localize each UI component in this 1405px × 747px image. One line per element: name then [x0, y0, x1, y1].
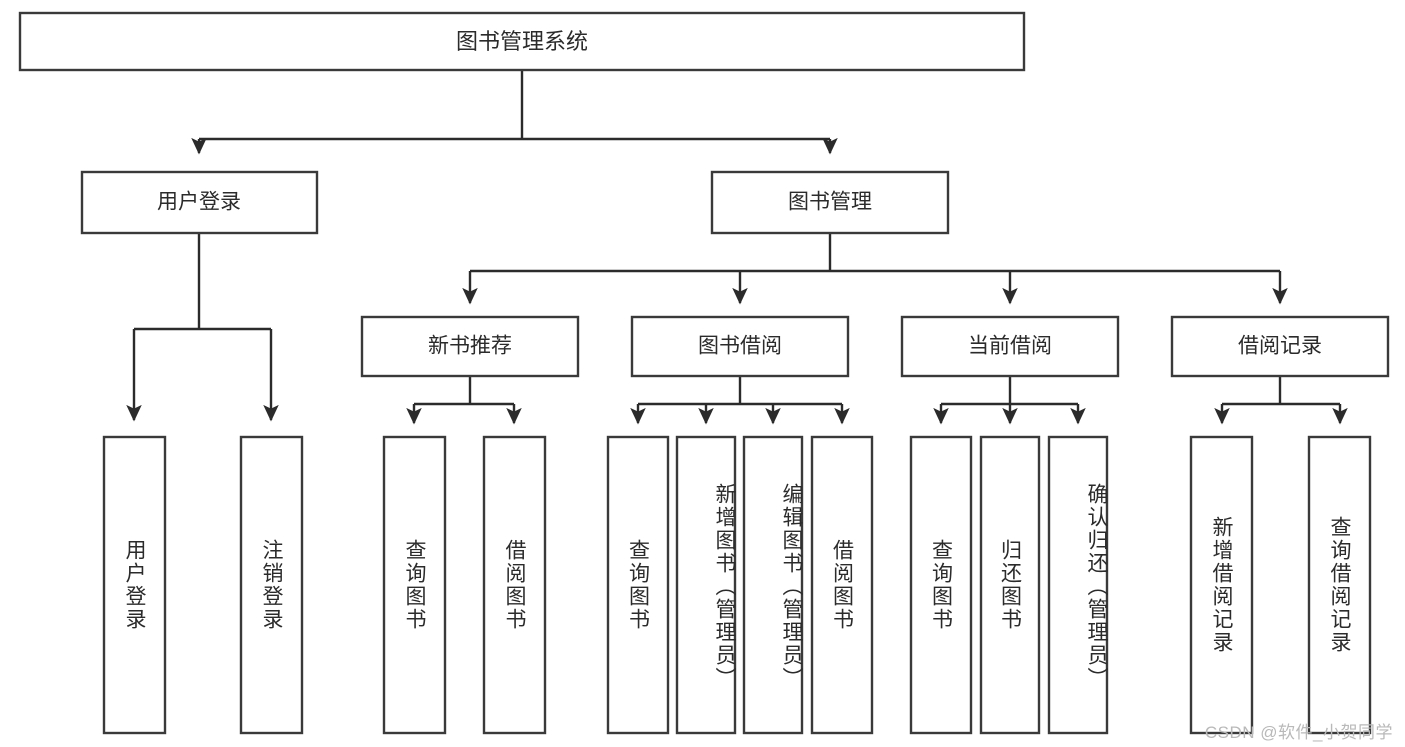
connector-root-to-level2 — [191, 70, 838, 155]
node-login-label: 用户登录 — [157, 191, 241, 214]
node-newbook-label: 新书推荐 — [428, 335, 512, 358]
node-current-label: 当前借阅 — [968, 335, 1052, 358]
csdn-watermark: CSDN @软件_小贺同学 — [1204, 723, 1393, 742]
leaf-box-query-record[interactable] — [1307, 435, 1372, 735]
node-root-label: 图书管理系统 — [456, 29, 588, 54]
leaf-box-user-login[interactable] — [102, 435, 167, 735]
leaf-box-borrow-book-2[interactable] — [810, 435, 874, 735]
connector-newbook-to-leaves — [406, 376, 522, 425]
leaf-box-add-record[interactable] — [1189, 435, 1254, 735]
leaf-box-add-book[interactable] — [675, 435, 737, 735]
connector-current-to-leaves — [933, 376, 1086, 425]
connector-records-to-leaves — [1214, 376, 1348, 425]
node-login[interactable]: 用户登录 — [80, 170, 319, 235]
leaf-box-query-book-1[interactable] — [382, 435, 447, 735]
node-borrow-label: 图书借阅 — [698, 335, 782, 358]
leaf-boxes — [102, 435, 1372, 735]
leaf-box-query-book-3[interactable] — [909, 435, 973, 735]
leaf-box-return-book[interactable] — [979, 435, 1041, 735]
connector-login-to-leaves — [126, 233, 279, 422]
leaf-box-edit-book[interactable] — [742, 435, 804, 735]
leaf-box-user-logout[interactable] — [239, 435, 304, 735]
node-current[interactable]: 当前借阅 — [900, 315, 1120, 378]
connector-bookmgmt-to-level3 — [462, 233, 1288, 305]
node-records-label: 借阅记录 — [1238, 335, 1322, 358]
connector-borrow-to-leaves — [630, 376, 850, 425]
node-newbook[interactable]: 新书推荐 — [360, 315, 580, 378]
leaf-box-confirm-return[interactable] — [1047, 435, 1109, 735]
node-borrow[interactable]: 图书借阅 — [630, 315, 850, 378]
node-bookmgmt-label: 图书管理 — [788, 191, 872, 214]
node-records[interactable]: 借阅记录 — [1170, 315, 1390, 378]
node-root[interactable]: 图书管理系统 — [18, 11, 1026, 72]
node-bookmgmt[interactable]: 图书管理 — [710, 170, 950, 235]
leaf-box-borrow-book-1[interactable] — [482, 435, 547, 735]
leaf-box-query-book-2[interactable] — [606, 435, 670, 735]
